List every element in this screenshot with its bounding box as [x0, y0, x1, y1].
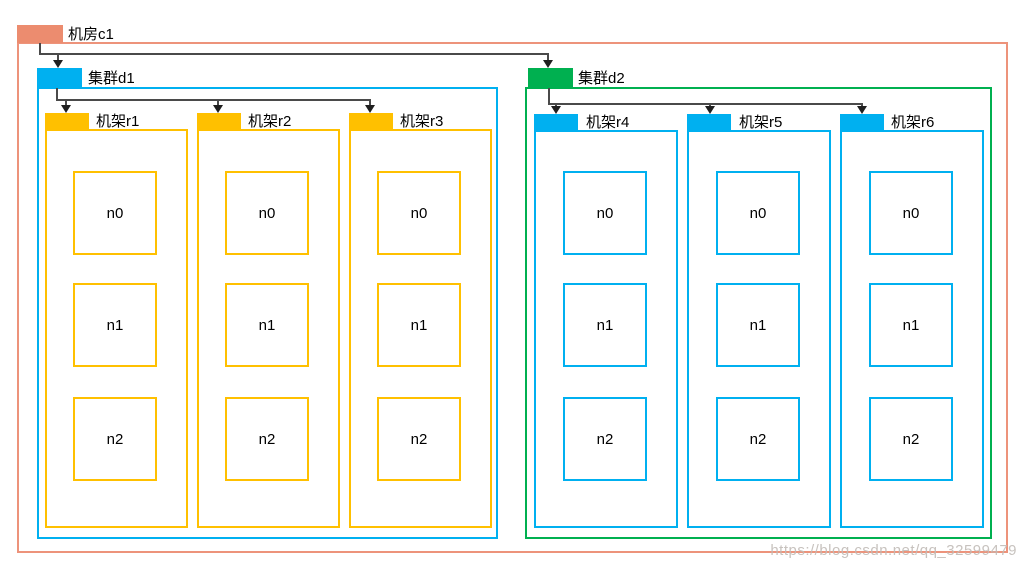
node-label: n2 — [258, 430, 276, 448]
datacenter-label: 机房c1 — [68, 26, 114, 43]
node-label: n0 — [410, 204, 428, 222]
connector-line — [369, 99, 371, 106]
node-label: n1 — [410, 316, 428, 334]
node-box: n0 — [377, 171, 461, 255]
connector-line — [709, 103, 711, 108]
node-label: n1 — [258, 316, 276, 334]
datacenter-tab — [17, 25, 63, 43]
node-label: n2 — [106, 430, 124, 448]
connector-line — [548, 88, 550, 105]
rack-r2-label: 机架r2 — [248, 113, 292, 130]
connector-line — [65, 99, 67, 106]
node-box: n1 — [377, 283, 461, 367]
rack-r6-label: 机架r6 — [891, 114, 935, 131]
rack-r4-label: 机架r4 — [586, 114, 630, 131]
rack-r3-box — [349, 129, 492, 528]
node-box: n2 — [869, 397, 953, 481]
node-box: n1 — [73, 283, 157, 367]
node-label: n2 — [749, 430, 767, 448]
node-label: n1 — [749, 316, 767, 334]
rack-r3-tab — [349, 113, 393, 130]
rack-r2-tab — [197, 113, 241, 130]
node-label: n0 — [258, 204, 276, 222]
cluster-d2-box — [525, 87, 992, 539]
connector-line — [547, 53, 549, 61]
rack-r5-label: 机架r5 — [739, 114, 783, 131]
rack-r1-label: 机架r1 — [96, 113, 140, 130]
connector-line — [548, 103, 863, 105]
rack-r4-box — [534, 130, 678, 528]
cluster-d1-label: 集群d1 — [88, 70, 135, 87]
connector-line — [56, 99, 371, 101]
connector-line — [57, 53, 59, 61]
arrow-down-icon — [857, 106, 867, 114]
arrow-down-icon — [61, 105, 71, 113]
node-box: n0 — [869, 171, 953, 255]
rack-r5-tab — [687, 114, 731, 131]
connector-line — [217, 99, 219, 106]
node-box: n2 — [377, 397, 461, 481]
node-label: n1 — [106, 316, 124, 334]
node-box: n0 — [225, 171, 309, 255]
node-box: n0 — [716, 171, 800, 255]
node-label: n1 — [902, 316, 920, 334]
watermark: https://blog.csdn.net/qq_32599479 — [770, 542, 1017, 559]
node-label: n2 — [596, 430, 614, 448]
rack-r3-label: 机架r3 — [400, 113, 444, 130]
rack-r6-box — [840, 130, 984, 528]
cluster-d1-box — [37, 87, 498, 539]
arrow-down-icon — [551, 106, 561, 114]
node-label: n0 — [749, 204, 767, 222]
node-label: n0 — [596, 204, 614, 222]
arrow-down-icon — [365, 105, 375, 113]
node-box: n2 — [225, 397, 309, 481]
rack-r2-box — [197, 129, 340, 528]
connector-line — [39, 43, 41, 54]
rack-r1-tab — [45, 113, 89, 130]
connector-line — [39, 53, 549, 55]
cluster-d1-tab — [37, 68, 82, 88]
arrow-down-icon — [213, 105, 223, 113]
arrow-down-icon — [705, 106, 715, 114]
rack-r4-tab — [534, 114, 578, 131]
node-box: n0 — [563, 171, 647, 255]
connector-line — [861, 103, 863, 108]
node-label: n1 — [596, 316, 614, 334]
node-label: n0 — [106, 204, 124, 222]
rack-r1-box — [45, 129, 188, 528]
node-label: n2 — [410, 430, 428, 448]
connector-line — [555, 103, 557, 108]
rack-r6-tab — [840, 114, 884, 131]
node-box: n1 — [716, 283, 800, 367]
node-box: n2 — [563, 397, 647, 481]
node-box: n1 — [869, 283, 953, 367]
connector-line — [56, 88, 58, 101]
node-label: n2 — [902, 430, 920, 448]
cluster-d2-tab — [528, 68, 573, 88]
cluster-d2-label: 集群d2 — [578, 70, 625, 87]
node-box: n0 — [73, 171, 157, 255]
node-box: n1 — [563, 283, 647, 367]
rack-r5-box — [687, 130, 831, 528]
arrow-down-icon — [543, 60, 553, 68]
node-label: n0 — [902, 204, 920, 222]
arrow-down-icon — [53, 60, 63, 68]
node-box: n1 — [225, 283, 309, 367]
node-box: n2 — [716, 397, 800, 481]
datacenter-box — [17, 42, 1008, 553]
node-box: n2 — [73, 397, 157, 481]
